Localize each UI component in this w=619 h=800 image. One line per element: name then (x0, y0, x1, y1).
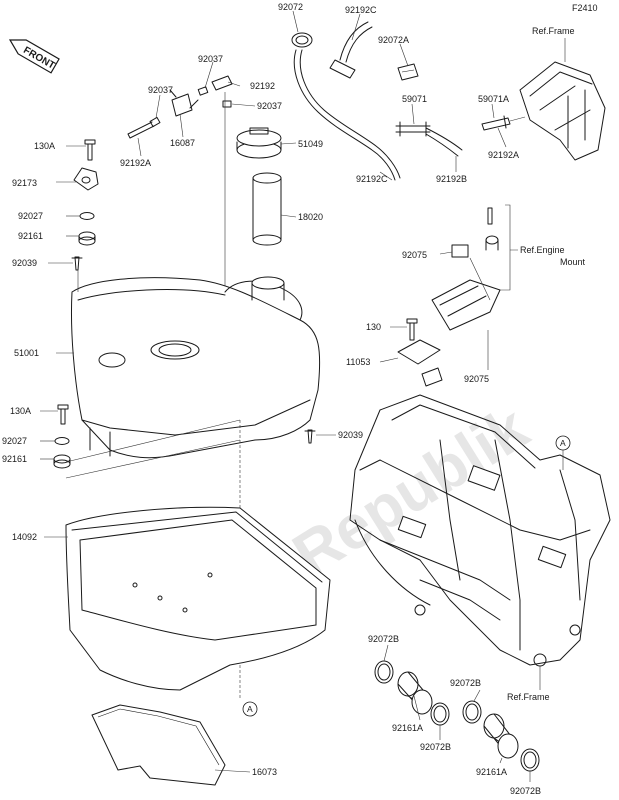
label-130a-top: 130A (34, 141, 55, 151)
label-51049: 51049 (298, 139, 323, 149)
clamp-92037-c (222, 100, 232, 108)
label-92037-b: 92037 (148, 85, 173, 95)
front-direction-arrow: FRONT (8, 39, 60, 74)
clamp-92072b-3 (462, 700, 482, 724)
label-92072b-4: 92072B (510, 786, 541, 796)
label-59071: 59071 (402, 94, 427, 104)
hose-92192b (425, 127, 463, 157)
grommet-92161-bottom (53, 454, 71, 469)
fuel-filter-16087 (169, 89, 199, 117)
clip-92039-right (304, 429, 316, 444)
hose-92192a-left (127, 121, 155, 139)
engine-mount-bracket (431, 207, 501, 331)
hose-92161a-2 (483, 713, 519, 759)
clip-92039-left (71, 256, 83, 271)
label-92161a-1: 92161A (392, 723, 423, 733)
frame-rear-section (519, 61, 606, 161)
bracket-11053 (397, 339, 443, 387)
callout-labels: 92072 92192C 92072A 92037 92192 92037 92… (2, 2, 586, 796)
label-59071a: 59071A (478, 94, 509, 104)
label-92039-left: 92039 (12, 258, 37, 268)
label-92192a-right: 92192A (488, 150, 519, 160)
hose-92192c-top (339, 21, 373, 63)
label-92072b-1: 92072B (368, 634, 399, 644)
main-frame (349, 394, 611, 667)
label-ref-engine-mount-1: Ref.Engine (520, 245, 565, 255)
label-92173: 92173 (12, 178, 37, 188)
label-92037-c: 92037 (257, 101, 282, 111)
label-92072b-2: 92072B (450, 678, 481, 688)
label-92192: 92192 (250, 81, 275, 91)
bolt-130 (406, 318, 418, 341)
clamp-92037-a (149, 116, 161, 128)
clamp-92072b-2 (430, 702, 450, 726)
label-92039-right: 92039 (338, 430, 363, 440)
reference-marker-a-upper: A (555, 435, 571, 470)
filler-tube-18020 (252, 172, 282, 246)
label-92192b: 92192B (436, 174, 467, 184)
fuel-cap-51049 (236, 127, 282, 159)
label-92192c-top: 92192C (345, 5, 377, 15)
label-14092: 14092 (12, 532, 37, 542)
leader-lines (40, 10, 531, 782)
label-92037-a: 92037 (198, 54, 223, 64)
label-ref-frame-bottom: Ref.Frame (507, 692, 550, 702)
label-92027-bottom: 92027 (2, 436, 27, 446)
label-16087: 16087 (170, 138, 195, 148)
label-11053: 11053 (346, 357, 370, 367)
clip-92072a (397, 63, 419, 81)
joint-59071a (481, 115, 511, 131)
label-130: 130 (366, 322, 381, 332)
label-18020: 18020 (298, 212, 323, 222)
label-130a-bottom: 130A (10, 406, 31, 416)
diagram-code: F2410 (572, 3, 598, 13)
marker-a-lower-label: A (247, 704, 253, 714)
hose-92192c-outline (299, 49, 401, 179)
bolt-130a-top (84, 139, 96, 161)
marker-a-upper-label: A (560, 438, 566, 448)
label-92075-bottom: 92075 (464, 374, 489, 384)
label-ref-engine-mount-2: Mount (560, 257, 586, 267)
label-92072a: 92072A (378, 35, 409, 45)
label-92161-top: 92161 (18, 231, 43, 241)
tank-cover-14092 (65, 506, 331, 691)
reference-marker-a-lower: A (242, 701, 258, 717)
label-92075-top: 92075 (402, 250, 427, 260)
hose-connector-top (329, 59, 356, 79)
bolt-130a-bottom (57, 404, 69, 425)
label-92161a-2: 92161A (476, 767, 507, 777)
hose-92192 (211, 75, 233, 91)
collar-92027-top (79, 212, 95, 220)
mat-16073 (91, 704, 226, 786)
label-92072b-3: 92072B (420, 742, 451, 752)
joint-59071 (395, 121, 431, 137)
label-16073: 16073 (252, 767, 277, 777)
label-92161-bottom: 92161 (2, 454, 27, 464)
label-ref-frame-top: Ref.Frame (532, 26, 575, 36)
label-51001: 51001 (14, 348, 39, 358)
label-92192a-left: 92192A (120, 158, 151, 168)
hose-92192c (293, 49, 396, 181)
collar-92027-bottom (54, 437, 70, 445)
grommet-92161-top (78, 231, 96, 246)
label-92192c-bottom: 92192C (356, 174, 388, 184)
clamp-92072b-1 (374, 660, 394, 684)
hose-92161a-1 (397, 671, 433, 715)
label-92072-top: 92072 (278, 2, 303, 12)
fuel-tank-51001 (70, 276, 321, 459)
clamp-92072b-4 (520, 748, 540, 772)
clamp-92072 (291, 32, 313, 48)
bracket-92173 (73, 167, 99, 191)
clamp-92037-b (197, 86, 209, 96)
label-92027-top: 92027 (18, 211, 43, 221)
